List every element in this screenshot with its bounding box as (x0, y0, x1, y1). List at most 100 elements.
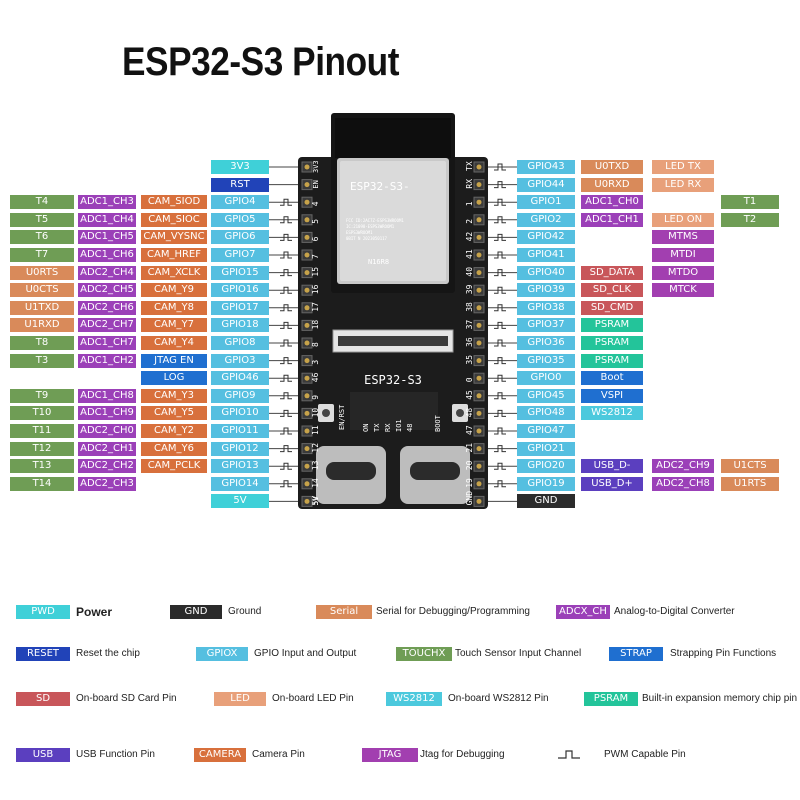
legend-desc-gpio: GPIO Input and Output (254, 648, 357, 659)
left-pin-label-13-1: ADC1_CH8 (78, 388, 136, 403)
right-pin-label-2-1: ADC1_CH0 (581, 195, 643, 210)
header-pin-hole (304, 234, 310, 240)
header-pin-hole (304, 498, 310, 504)
camera-connector-slot (338, 336, 448, 346)
legend-swatch-led: LED (214, 692, 266, 706)
left-pin-label-18-1: ADC2_CH3 (78, 476, 136, 491)
legend-swatch-serial: Serial (316, 605, 372, 619)
right-pin-label-4-1: MTMS (652, 230, 714, 245)
header-pin-hole (304, 340, 310, 346)
legend-desc-pwd: Power (76, 605, 113, 619)
header-pin-hole (476, 182, 482, 188)
header-pin-hole (476, 498, 482, 504)
header-pin-hole (476, 340, 482, 346)
component-area (350, 392, 438, 430)
header-pin-hole (476, 393, 482, 399)
boot-label: BOOT (434, 414, 442, 432)
right-pin-label-16-0: GPIO21 (517, 441, 575, 456)
led-label: TX (373, 423, 381, 432)
left-pin-label-5-3: GPIO7 (211, 248, 269, 262)
header-pin-hole (476, 252, 482, 258)
legend-swatch-gnd: GND (170, 605, 222, 619)
left-pin-label-4-1: ADC1_CH5 (78, 230, 136, 245)
pwm-icon (280, 480, 292, 488)
left-pin-label-18-0: T14 (10, 476, 74, 491)
left-pin-label-17-2: CAM_PCLK (141, 459, 207, 474)
header-pin-hole (476, 164, 482, 170)
header-pin-hole (304, 164, 310, 170)
left-pin-label-2-0: T4 (10, 195, 74, 210)
right-pin-label-3-2: LED ON (652, 212, 714, 227)
right-pin-label-4-0: GPIO42 (517, 230, 575, 245)
pwm-icon (280, 462, 292, 470)
right-pin-number: 36 (465, 337, 474, 347)
pwm-icon (280, 269, 292, 277)
left-pin-label-3-2: CAM_SIOC (141, 212, 207, 227)
left-pin-number: 3 (311, 360, 320, 365)
header-pin-hole (476, 217, 482, 223)
left-pin-label-9-1: ADC2_CH7 (78, 318, 136, 333)
left-pin-label-11-1: ADC1_CH2 (78, 353, 136, 368)
right-pin-label-1-2: LED RX (652, 177, 714, 192)
legend-desc-serial: Serial for Debugging/Programming (376, 606, 530, 617)
pwm-icon (280, 427, 292, 435)
right-pin-number: 40 (465, 267, 474, 277)
right-pin-label-1-0: GPIO44 (517, 177, 575, 192)
header-pin-hole (304, 375, 310, 381)
pwm-icon (494, 216, 506, 224)
right-pin-label-7-0: GPIO39 (517, 283, 575, 298)
pwm-icon (494, 339, 506, 347)
pwm-icon (280, 233, 292, 241)
left-pin-label-13-2: CAM_Y3 (141, 388, 207, 403)
left-pin-label-7-3: GPIO16 (211, 283, 269, 298)
header-pin-hole (304, 463, 310, 469)
right-pin-label-19-0: GND (517, 494, 575, 509)
left-pin-label-5-0: T7 (10, 248, 74, 262)
left-pin-number: 5V (311, 496, 320, 506)
right-pin-number: 42 (465, 232, 474, 242)
right-pin-label-17-2: ADC2_CH9 (652, 459, 714, 474)
left-pin-label-8-1: ADC2_CH6 (78, 300, 136, 315)
right-pin-number: 41 (465, 249, 474, 259)
left-pin-label-8-0: U1TXD (10, 300, 74, 315)
left-pin-label-6-2: CAM_XCLK (141, 265, 207, 280)
left-pin-label-15-3: GPIO11 (211, 424, 269, 438)
legend-desc-jtag: Jtag for Debugging (420, 749, 505, 760)
left-pin-label-11-2: JTAG EN (141, 353, 207, 368)
right-pin-label-3-1: ADC1_CH1 (581, 212, 643, 227)
module-fine-print: 0BIT N 2023050117 (346, 236, 388, 241)
left-pin-label-17-3: GPIO13 (211, 459, 269, 474)
pwm-icon (494, 357, 506, 365)
legend-swatch-strap: STRAP (609, 647, 663, 661)
pwm-icon (494, 462, 506, 470)
header-pin-hole (476, 375, 482, 381)
module-fine-print: IC:21098-ESPS3WROOM1 (346, 224, 395, 229)
right-pin-label-6-1: SD_DATA (581, 265, 643, 280)
boot-button-cap (456, 409, 464, 417)
left-pin-label-11-3: GPIO3 (211, 353, 269, 368)
left-pin-label-16-0: T12 (10, 441, 74, 456)
header-pin-hole (304, 322, 310, 328)
legend-desc-camera: Camera Pin (252, 749, 305, 760)
left-pin-label-15-1: ADC2_CH0 (78, 424, 136, 438)
left-pin-label-8-3: GPIO17 (211, 300, 269, 315)
left-pin-label-7-2: CAM_Y9 (141, 283, 207, 298)
header-pin-hole (304, 393, 310, 399)
header-pin-hole (476, 305, 482, 311)
left-pin-number: 5 (311, 219, 320, 224)
header-pin-hole (476, 410, 482, 416)
right-pin-number: RX (465, 179, 474, 189)
right-pin-label-3-0: GPIO2 (517, 212, 575, 227)
page-title: ESP32-S3 Pinout (122, 40, 400, 84)
right-pin-number: 1 (465, 201, 474, 206)
left-pin-label-18-2: GPIO14 (211, 476, 269, 491)
pwm-icon (494, 427, 506, 435)
right-pin-label-8-0: GPIO38 (517, 300, 575, 315)
left-pin-label-14-3: GPIO10 (211, 406, 269, 421)
header-pin-hole (304, 182, 310, 188)
legend-swatch-touch: TOUCHX (396, 647, 452, 661)
pwm-icon (494, 445, 506, 453)
right-pin-number: 0 (465, 377, 474, 382)
header-pin-hole (304, 481, 310, 487)
left-pin-label-15-0: T11 (10, 424, 74, 438)
